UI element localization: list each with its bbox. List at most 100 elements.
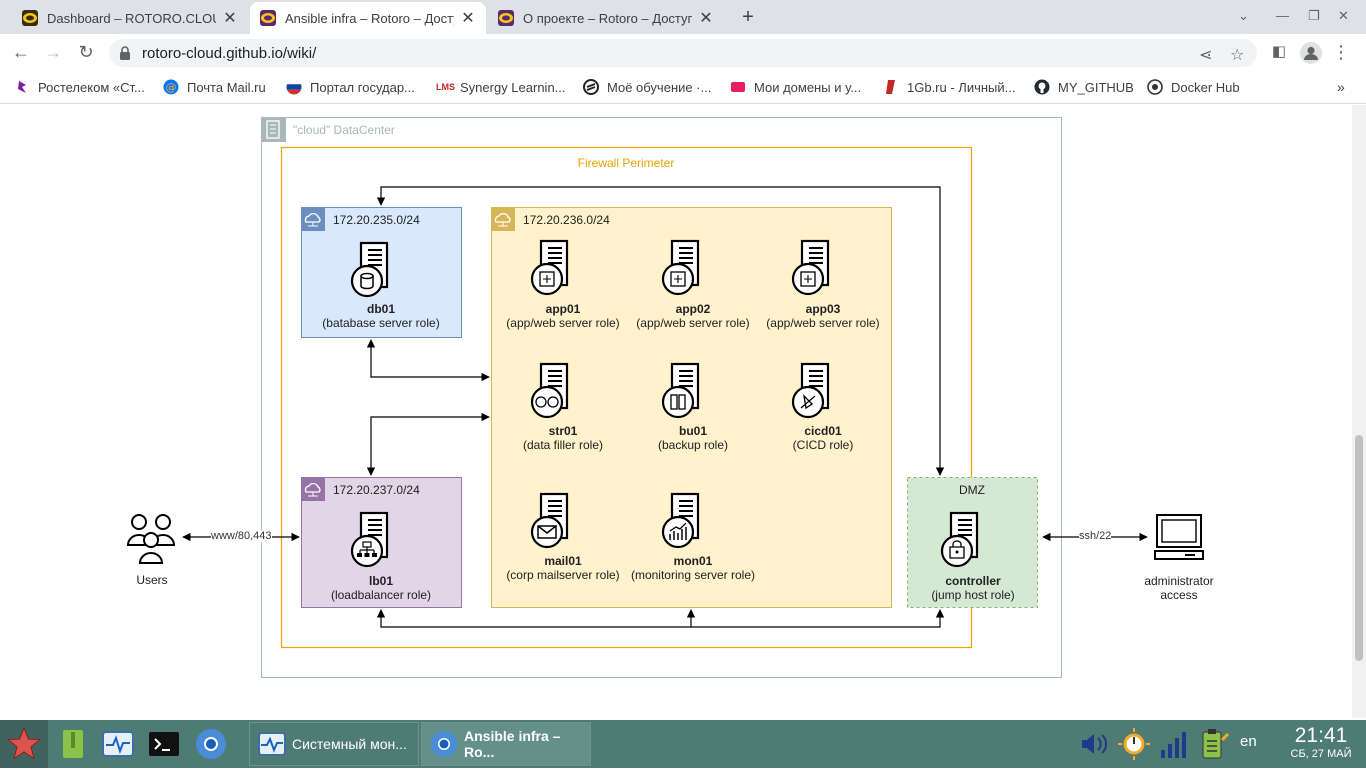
bookmark-1gb[interactable]: 1Gb.ru - Личный... (883, 79, 1015, 95)
tab-dashboard[interactable]: Dashboard – ROTORO.CLOUD ✕ (12, 2, 248, 34)
1gb-logo-icon (883, 79, 899, 95)
new-tab-button[interactable]: + (742, 6, 754, 28)
system-monitor-launcher-icon[interactable] (102, 728, 134, 760)
ssh-connection-label: ssh/22 (1079, 530, 1112, 542)
bookmark-github[interactable]: MY_GITHUB (1034, 79, 1134, 95)
profile-avatar-icon[interactable] (1300, 42, 1322, 69)
bookmark-my-domains[interactable]: Мои домены и у... (730, 79, 861, 95)
node-db01: db01(batabase server role) (322, 302, 440, 330)
bookmark-gosuslugi[interactable]: Портал государ... (286, 79, 415, 95)
datacenter-building-icon (261, 117, 286, 142)
node-bu01: bu01(backup role) (657, 424, 729, 452)
clock[interactable]: 21:41 СБ, 27 МАЙ (1283, 724, 1359, 761)
tab-search-chevron-icon[interactable]: ⌄ (1238, 8, 1249, 23)
star-menu-icon (6, 726, 42, 760)
subnet-lb-title: 172.20.237.0/24 (333, 483, 420, 497)
menu-kebab-icon[interactable]: ⋮ (1332, 42, 1350, 62)
clipboard-icon[interactable] (1198, 728, 1230, 760)
mail-server-icon (530, 492, 569, 549)
storage-gateway-icon (530, 362, 569, 419)
maximize-button[interactable]: ❐ (1308, 8, 1320, 23)
datacenter-group (261, 117, 1062, 678)
chromium-icon (431, 731, 457, 757)
mailru-icon: @ (163, 79, 179, 95)
tab-ansible-infra[interactable]: Ansible infra – Rotoro – Досту ✕ (250, 2, 486, 34)
rotoro-favicon-icon (260, 10, 276, 26)
subnet-db-title: 172.20.235.0/24 (333, 213, 420, 227)
share-icon[interactable]: ⋖ (1199, 47, 1213, 64)
bookmark-mailru[interactable]: @ Почта Mail.ru (163, 79, 266, 95)
scrollbar-thumb[interactable] (1355, 435, 1363, 661)
task-ansible-infra[interactable]: Ansible infra – Ro... (421, 722, 591, 766)
wiki-page: "cloud" DataCenter Firewall Perimeter 17… (0, 105, 1352, 718)
system-monitor-icon (258, 732, 286, 756)
brightness-icon[interactable] (1118, 728, 1150, 760)
lock-icon (119, 45, 131, 64)
app-server-icon (791, 239, 830, 296)
lms-logo-icon: LMS (436, 82, 455, 92)
archiver-launcher-icon[interactable] (57, 728, 89, 760)
back-arrow-icon[interactable]: ← (12, 42, 30, 62)
address-bar[interactable]: rotoro-cloud.github.io/wiki/ ⋖ ☆ (109, 39, 1257, 67)
clock-time: 21:41 (1294, 724, 1348, 747)
loadbalancer-server-icon (350, 511, 389, 568)
jump-host-icon (940, 511, 979, 568)
administrator-laptop-icon (1154, 514, 1204, 560)
network-signal-icon[interactable] (1158, 728, 1190, 760)
bookmark-my-learning[interactable]: Моё обучение ·... (583, 79, 711, 95)
app-server-icon (530, 239, 569, 296)
start-menu-button[interactable] (0, 720, 48, 768)
bookmark-docker-hub[interactable]: Docker Hub (1147, 79, 1240, 95)
node-lb01: lb01(loadbalancer role) (330, 574, 432, 602)
side-panel-icon[interactable]: ◧ (1271, 43, 1287, 60)
chromium-launcher-icon[interactable] (195, 728, 227, 760)
github-icon (1034, 79, 1050, 95)
node-app03: app03(app/web server role) (766, 302, 880, 330)
svg-text:@: @ (166, 81, 177, 94)
tab-strip: Dashboard – ROTORO.CLOUD ✕ Ansible infra… (0, 0, 1366, 34)
close-icon[interactable]: ✕ (223, 10, 237, 27)
cicd-server-icon (791, 362, 830, 419)
minimize-button[interactable]: — (1276, 8, 1289, 23)
bookmark-star-icon[interactable]: ☆ (1230, 47, 1245, 64)
users-icon (126, 514, 176, 564)
subnet-app-title: 172.20.236.0/24 (523, 213, 610, 227)
node-controller: controller(jump host role) (931, 574, 1015, 602)
app-server-icon (661, 239, 700, 296)
domains-logo-icon (730, 79, 746, 95)
rostelecom-icon (14, 79, 30, 95)
page-scrollbar[interactable] (1352, 105, 1366, 718)
url-text: rotoro-cloud.github.io/wiki/ (142, 45, 317, 62)
russian-flag-icon (286, 79, 302, 95)
tab-about[interactable]: О проекте – Rotoro – Доступ ✕ (488, 2, 724, 34)
tab-title: О проекте – Rotoro – Доступ (523, 10, 692, 26)
node-mon01: mon01(monitoring server role) (630, 554, 756, 582)
learning-logo-icon (583, 79, 599, 95)
firewall-title: Firewall Perimeter (577, 156, 675, 170)
datacenter-title: "cloud" DataCenter (293, 123, 395, 137)
bookmarks-overflow-chevron-icon[interactable]: » (1337, 79, 1345, 95)
volume-icon[interactable] (1078, 728, 1110, 760)
cloud-subnet-icon (301, 207, 325, 231)
terminal-launcher-icon[interactable] (148, 728, 180, 760)
firewall-perimeter-group (280, 146, 973, 649)
close-icon[interactable]: ✕ (699, 10, 713, 27)
bookmark-rostelecom[interactable]: Ростелеком «Ст... (14, 79, 145, 95)
bookmark-synergy[interactable]: LMS Synergy Learnin... (436, 79, 566, 95)
node-cicd01: cicd01(CICD role) (792, 424, 854, 452)
node-app01: app01(app/web server role) (506, 302, 620, 330)
architecture-diagram (126, 117, 1204, 678)
users-label: Users (136, 573, 168, 587)
taskbar: Системный мон... Ansible infra – Ro... e… (0, 720, 1366, 768)
forward-arrow-icon[interactable]: → (44, 42, 62, 62)
www-connection-label: www/80,443 (211, 530, 272, 542)
close-window-button[interactable]: ✕ (1338, 8, 1349, 23)
clock-date: СБ, 27 МАЙ (1290, 748, 1352, 760)
keyboard-layout-indicator[interactable]: en (1240, 733, 1257, 750)
tab-title: Dashboard – ROTORO.CLOUD (47, 10, 216, 26)
rotoro-favicon-icon (498, 10, 514, 26)
dmz-title: DMZ (959, 483, 985, 497)
reload-icon[interactable]: ↻ (78, 42, 94, 62)
task-system-monitor[interactable]: Системный мон... (249, 722, 419, 766)
close-icon[interactable]: ✕ (461, 10, 475, 27)
